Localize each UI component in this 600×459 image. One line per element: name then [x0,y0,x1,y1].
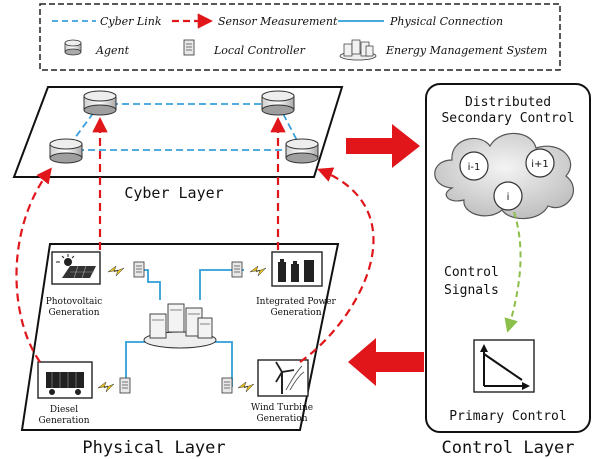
distributed-label-line2: Secondary Control [441,111,574,126]
agent-icon [64,39,82,56]
legend: Cyber Link Sensor Measurement Physical C… [39,3,561,71]
node-i [493,181,523,211]
control-signals-line2: Signals [444,283,499,298]
cyber-layer [12,86,344,178]
agent-2 [261,90,295,116]
diesel-label-line2: Generation [38,416,89,426]
physical-layer: Photovoltaic Generation Integrated Power… [20,243,340,431]
photovoltaic-icon [51,251,101,285]
wind-label-line1: Wind Turbine [251,403,313,413]
control-signal-arrow [504,211,522,333]
legend-agent: Agent [95,44,130,57]
local-controller-pv-icon [133,261,145,278]
distributed-label-line1: Distributed [465,95,551,110]
node-prev [459,151,489,181]
legend-physical-connection: Physical Connection [389,15,503,28]
lightning-icon [237,381,255,393]
control-layer-label: Control Layer [441,438,574,458]
node-prev-label: i-1 [468,162,481,173]
diesel-icon [37,361,93,399]
pv-label-line2: Generation [48,308,99,318]
lightning-icon [107,265,125,277]
legend-cyber-link: Cyber Link [100,15,162,28]
droop-chart-icon [473,339,535,393]
lightning-icon [249,265,267,277]
legend-ems: Energy Management System [385,44,547,57]
physical-layer-label: Physical Layer [82,438,225,458]
wind-turbine-icon [257,359,309,397]
node-next [525,148,555,178]
agent-4 [285,138,319,164]
lightning-icon [97,381,115,393]
ipg-label-line2: Generation [270,308,321,318]
integrated-power-icon [271,251,323,287]
wind-label-line2: Generation [256,414,307,424]
primary-control-label: Primary Control [449,409,566,424]
local-controller-icon [183,39,195,56]
agent-1 [83,90,117,116]
arrow-to-physical [348,338,424,386]
ems-center-icon [143,303,217,349]
pv-label-line1: Photovoltaic [46,297,103,307]
legend-sensor-measurement: Sensor Measurement [218,15,338,28]
cyber-layer-label: Cyber Layer [124,184,223,202]
ipg-label-line1: Integrated Power [256,297,336,307]
control-layer: Distributed Secondary Control i-1 i+1 i … [425,83,591,433]
diesel-label-line1: Diesel [50,405,78,415]
legend-local-controller: Local Controller [213,44,306,57]
local-controller-wind-icon [221,377,233,394]
agent-3 [49,138,83,164]
local-controller-diesel-icon [119,377,131,394]
ems-icon [339,39,377,61]
node-next-label: i+1 [531,159,549,170]
sensor-measurements [15,116,375,363]
control-signals-line1: Control [444,265,499,280]
node-i-label: i [507,192,510,203]
local-controller-ipg-icon [231,261,243,278]
arrow-to-control [346,124,420,168]
